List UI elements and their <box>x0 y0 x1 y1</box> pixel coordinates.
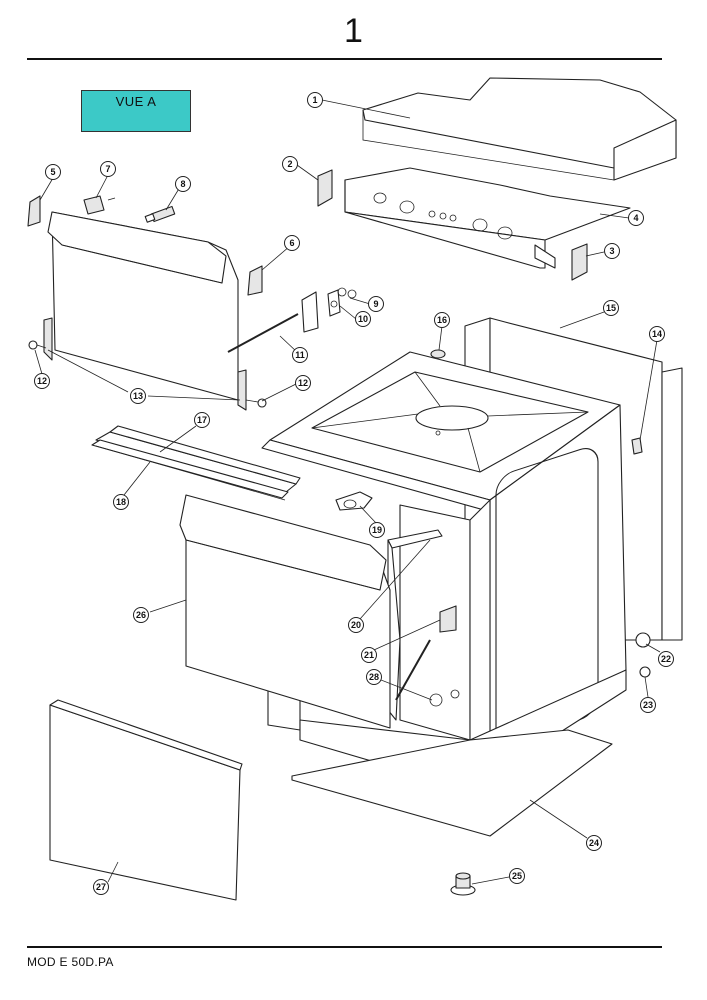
callout-13: 13 <box>130 388 146 404</box>
callout-label: 23 <box>643 700 653 710</box>
part-end-cap-left <box>317 169 333 207</box>
callout-label: 24 <box>589 838 599 848</box>
part-grommet-16 <box>430 349 446 359</box>
leader-lines <box>34 99 661 885</box>
callout-15: 15 <box>603 300 619 316</box>
callout-3: 3 <box>604 243 620 259</box>
callout-label: 28 <box>369 672 379 682</box>
callout-22: 22 <box>658 651 674 667</box>
callout-label: 9 <box>373 299 378 309</box>
part-nut-23 <box>639 666 651 678</box>
callout-label: 15 <box>606 303 616 313</box>
callout-28: 28 <box>366 669 382 685</box>
page-number: 1 <box>344 12 363 50</box>
callout-27: 27 <box>93 879 109 895</box>
callout-label: 21 <box>364 650 374 660</box>
part-latch-19 <box>335 491 373 511</box>
callout-19: 19 <box>369 522 385 538</box>
part-rail-17-18 <box>91 425 301 501</box>
callout-label: 26 <box>136 610 146 620</box>
view-label: VUE A <box>115 94 157 109</box>
callout-20: 20 <box>348 617 364 633</box>
header-rule <box>27 58 662 60</box>
callout-label: 14 <box>652 329 662 339</box>
part-bolt-12-left <box>28 340 47 350</box>
callout-label: 25 <box>512 871 522 881</box>
callout-label: 7 <box>105 164 110 174</box>
part-rod-11 <box>227 313 299 353</box>
part-fitting-8 <box>144 205 176 223</box>
part-door-upper <box>43 211 247 411</box>
part-front-door-26 <box>179 494 391 729</box>
callout-label: 17 <box>197 415 207 425</box>
callout-label: 2 <box>287 159 292 169</box>
callout-label: 10 <box>358 314 368 324</box>
callout-12-right: 12 <box>295 375 311 391</box>
part-control-panel <box>344 167 631 269</box>
callout-4: 4 <box>628 210 644 226</box>
callout-label: 12 <box>37 376 47 386</box>
callout-18: 18 <box>113 494 129 510</box>
callout-23: 23 <box>640 697 656 713</box>
callout-label: 27 <box>96 882 106 892</box>
callout-label: 3 <box>609 246 614 256</box>
callout-25: 25 <box>509 868 525 884</box>
part-top-cover <box>362 77 677 181</box>
callout-24: 24 <box>586 835 602 851</box>
callout-label: 6 <box>289 238 294 248</box>
callout-11: 11 <box>292 347 308 363</box>
callout-26: 26 <box>133 607 149 623</box>
callout-12-left: 12 <box>34 373 50 389</box>
callout-label: 16 <box>437 315 447 325</box>
callout-label: 19 <box>372 525 382 535</box>
callout-label: 12 <box>298 378 308 388</box>
part-end-cap-right <box>571 243 588 281</box>
callout-label: 20 <box>351 620 361 630</box>
footer-rule <box>27 946 662 948</box>
part-latch-7 <box>83 195 116 215</box>
callout-2: 2 <box>282 156 298 172</box>
callout-10: 10 <box>355 311 371 327</box>
callout-5: 5 <box>45 164 61 180</box>
part-cap-5 <box>27 195 41 227</box>
callout-label: 13 <box>133 391 143 401</box>
callout-label: 11 <box>295 350 305 360</box>
part-hinge-9-10 <box>301 287 357 333</box>
part-base-plate-24 <box>291 729 613 837</box>
part-nut-22 <box>635 632 651 648</box>
callout-label: 8 <box>180 179 185 189</box>
part-bolt-12-right <box>245 398 267 408</box>
part-side-panel-14 <box>631 367 683 641</box>
callout-9: 9 <box>368 296 384 312</box>
callout-label: 22 <box>661 654 671 664</box>
callout-8: 8 <box>175 176 191 192</box>
part-foot-25 <box>450 872 476 896</box>
callout-label: 4 <box>633 213 638 223</box>
part-cap-6 <box>247 265 263 296</box>
callout-1: 1 <box>307 92 323 108</box>
callout-7: 7 <box>100 161 116 177</box>
callout-label: 1 <box>312 95 317 105</box>
callout-label: 5 <box>50 167 55 177</box>
callout-label: 18 <box>116 497 126 507</box>
callout-6: 6 <box>284 235 300 251</box>
callout-17: 17 <box>194 412 210 428</box>
footer-model-ref: MOD E 50D.PA <box>27 955 114 969</box>
part-panel-27 <box>49 699 243 901</box>
view-label-box: VUE A <box>81 90 191 132</box>
callout-16: 16 <box>434 312 450 328</box>
callout-14: 14 <box>649 326 665 342</box>
callout-21: 21 <box>361 647 377 663</box>
